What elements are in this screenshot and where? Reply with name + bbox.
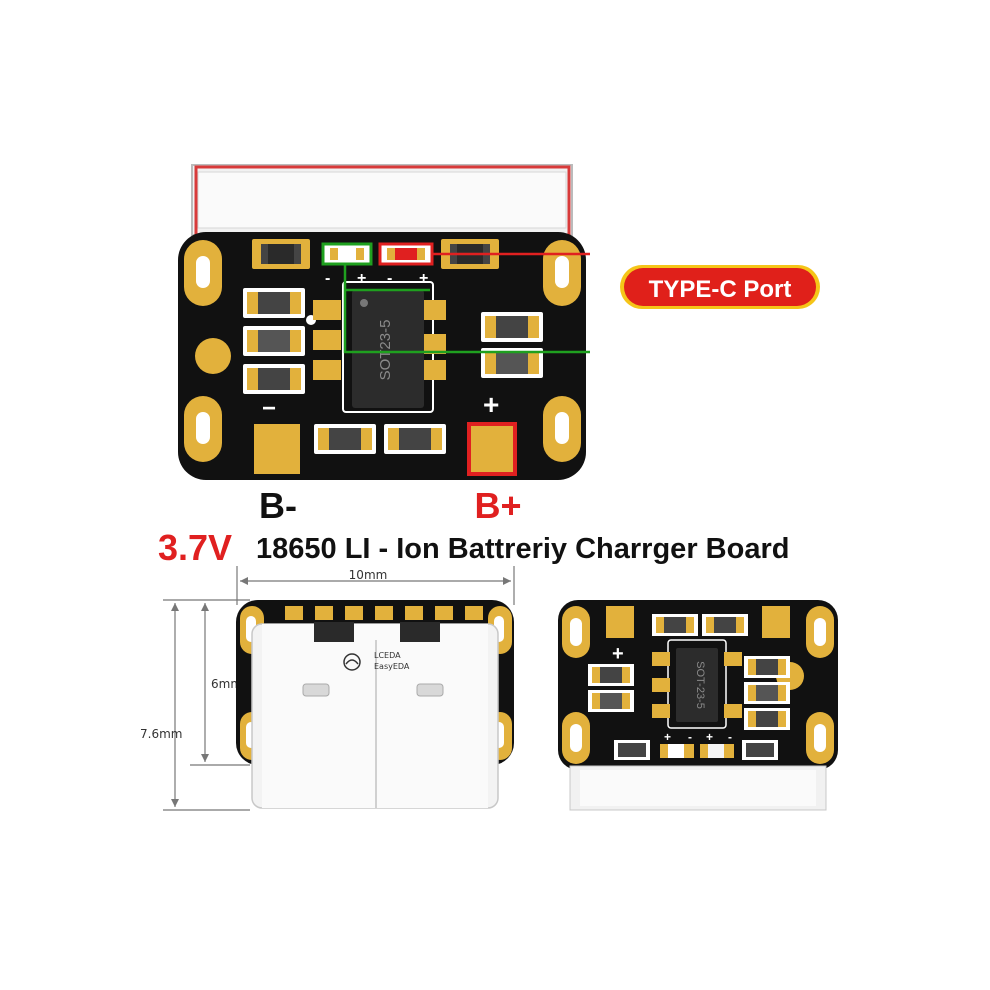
- chip-marking-bottom: SOT-23-5: [694, 661, 706, 709]
- type-c-port-label: TYPE-C Port: [649, 276, 792, 303]
- usb-c-shell: [197, 171, 567, 229]
- red-led-minus: -: [387, 270, 392, 287]
- connector-side-view: 10mm 6mm 7.6mm: [140, 566, 515, 811]
- bottom-led-plus-2: +: [706, 730, 713, 744]
- led-polarity-marks: - + - +: [325, 270, 428, 287]
- board-title: 18650 LI - Ion Battreriy Charrger Board: [256, 533, 789, 565]
- chip-marking-top: SOT23-5: [377, 320, 394, 381]
- main-ic-top: SOT23-5: [313, 281, 446, 413]
- negative-silk-mark: −: [262, 395, 276, 422]
- logo-text-easyeda: EasyEDA: [374, 662, 410, 671]
- bottom-led-minus-1: -: [688, 730, 692, 744]
- right-components-column: [481, 312, 543, 378]
- dimension-height-outer: 7.6mm: [140, 727, 182, 741]
- top-board-view: - + - + SOT: [178, 164, 590, 480]
- logo-text-lceda: LCEDA: [374, 651, 401, 660]
- bottom-led-plus-1: +: [664, 730, 671, 744]
- battery-pad-positive: [471, 426, 513, 472]
- green-trace: [343, 264, 590, 354]
- bottom-row-components: [314, 424, 446, 454]
- top-row-components: [252, 239, 499, 269]
- bottom-positive-mark: +: [612, 643, 624, 665]
- bottom-led-minus-2: -: [728, 730, 732, 744]
- bottom-board-view: + SOT-23-5 + - + -: [558, 600, 838, 811]
- battery-pad-negative: [254, 424, 300, 474]
- red-led-plus: +: [419, 270, 428, 287]
- green-led-minus: -: [325, 270, 330, 287]
- dimension-height-inner: 6mm: [211, 677, 242, 691]
- mounting-pads-top: [184, 240, 581, 462]
- easyeda-logo: LCEDA EasyEDA: [343, 651, 410, 671]
- green-led-plus: +: [357, 270, 366, 287]
- type-c-port-badge: TYPE-C Port: [620, 265, 820, 309]
- voltage-label: 3.7V: [158, 527, 232, 568]
- left-components-column: [243, 288, 316, 394]
- positive-silk-mark: +: [483, 389, 499, 420]
- b-minus-label: B-: [259, 485, 297, 526]
- b-plus-label: B+: [474, 485, 521, 526]
- dimension-width: 10mm: [349, 568, 388, 582]
